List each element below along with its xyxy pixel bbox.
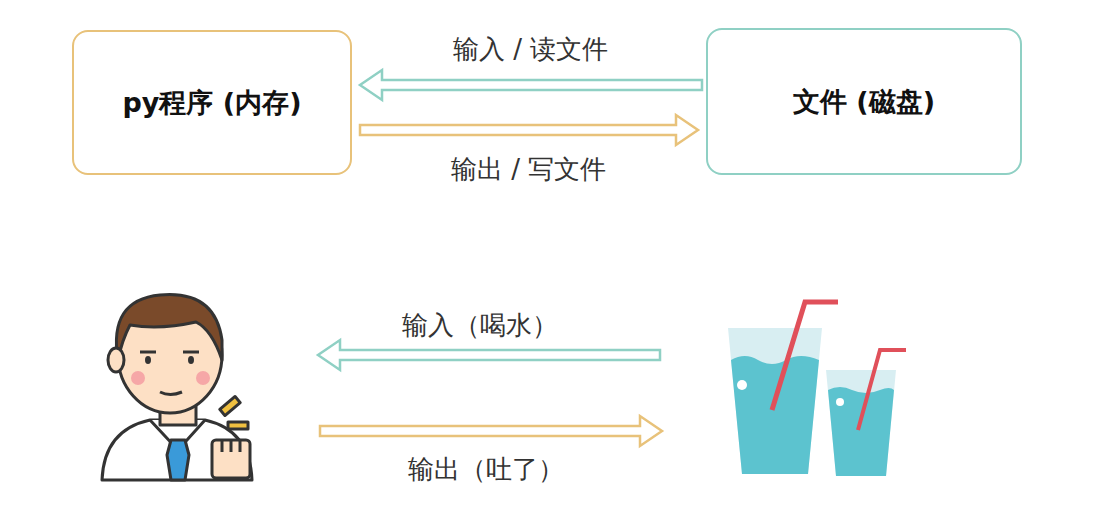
- process-box: py程序 (内存): [72, 30, 352, 175]
- input-arrow: [318, 340, 660, 370]
- block-arrow: [360, 70, 702, 100]
- arrow-label: 输出（吐了）: [404, 452, 568, 487]
- block-arrow: [360, 115, 698, 145]
- person-figure: [102, 295, 252, 480]
- box-label: py程序 (内存): [122, 85, 301, 121]
- output-arrow: [320, 416, 662, 446]
- box-label: 文件 (磁盘): [793, 84, 935, 120]
- arrow-label: 输入（喝水）: [398, 308, 562, 343]
- arrow-label: 输出 / 写文件: [447, 152, 610, 187]
- arrow-label: 输入 / 读文件: [449, 32, 612, 67]
- cups: [728, 302, 906, 476]
- process-box: 文件 (磁盘): [706, 28, 1022, 175]
